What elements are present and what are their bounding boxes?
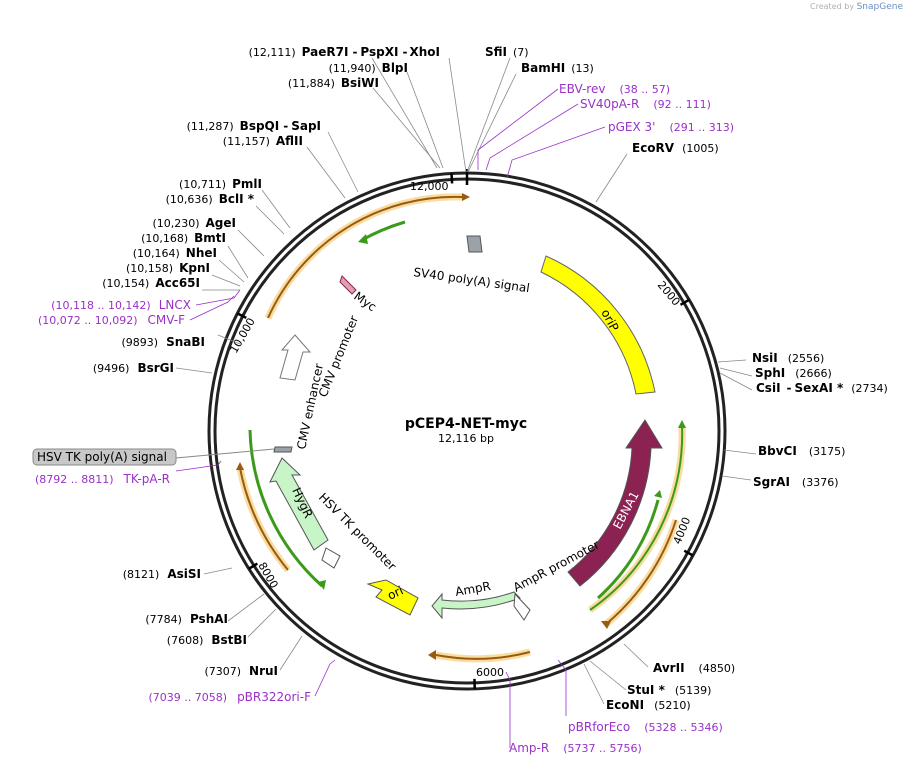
hsv-tk-polya-feature <box>273 446 293 453</box>
site-nsii-group: NsiI(2556) <box>752 351 824 365</box>
tick-mark-2000 <box>679 298 690 306</box>
primer-cmv-f-group: (10,072 .. 10,092)CMV-F <box>38 313 185 327</box>
primer-pbrforeco-group: pBRforEco(5328 .. 5346) <box>568 720 723 734</box>
ebna1-feature <box>567 419 663 587</box>
site-nhei-group: (10,164)NheI <box>133 246 217 260</box>
hsv-tk-polya-leader <box>175 448 275 459</box>
orf-arrow-6 <box>428 650 436 660</box>
orf-arrow-2 <box>358 234 368 244</box>
site-asisi-group: (8121)AsiSI <box>123 567 201 581</box>
myc-feature <box>339 275 357 295</box>
tick-mark-4000 <box>683 549 694 557</box>
tick-mark-8000 <box>248 562 259 570</box>
tick-label-6000: 6000 <box>476 666 504 679</box>
snapgene-logo: SnapGene <box>856 2 903 12</box>
primer-pbr322ori-f-group: (7039 .. 7058)pBR322ori-F <box>149 690 312 704</box>
cmv-enhancer-feature <box>279 334 312 381</box>
orf-arrow-4 <box>654 490 662 498</box>
orf-arrow-5 <box>601 621 611 629</box>
site-acc65i-group: (10,154)Acc65I <box>102 276 200 290</box>
site-nrui-group: (7307)NruI <box>204 664 278 678</box>
hsv-tk-polya-callout-label: HSV TK poly(A) signal <box>37 450 167 464</box>
site-bamhi-group: BamHI(13) <box>521 61 594 75</box>
site-bsrgi-group: (9496)BsrGI <box>93 361 174 375</box>
ori-feature <box>366 579 419 616</box>
ampr-promoter-feature <box>513 592 531 621</box>
site-ecorv-group: EcoRV(1005) <box>632 141 719 155</box>
orf-arc-5 <box>604 519 677 626</box>
site-aflii-group: (11,157)AflII <box>223 134 303 148</box>
cmv-promoter-label: CMV promoter <box>316 314 361 399</box>
site-stui-group: StuI *(5139) <box>627 683 711 697</box>
tick-mark-12000 <box>450 173 454 184</box>
ori-label: ori <box>385 583 405 602</box>
primer-tk-pa-r-group: (8792 .. 8811)TK-pA-R <box>35 472 170 486</box>
orf-arc-2 <box>361 220 406 242</box>
tick-mark-10000 <box>236 312 247 320</box>
site-pshai-group: (7784)PshAI <box>145 612 228 626</box>
tick-label-12000: 12,000 <box>410 180 449 193</box>
orf-arc-7 <box>239 467 289 571</box>
site-kpni-group: (10,158)KpnI <box>126 261 210 275</box>
primer-sv40pa-r-group: SV40pA-R(92 .. 111) <box>580 97 711 111</box>
watermark-prefix: Created by <box>810 2 855 11</box>
sv40-polya-feature <box>466 235 483 253</box>
orf-arc-6 <box>435 651 531 660</box>
orf-arc-3 <box>589 424 684 611</box>
myc-label: Myc <box>351 289 379 314</box>
sv40-polya-label: SV40 poly(A) signal <box>413 265 531 295</box>
site-econi-group: EcoNI(5210) <box>606 698 691 712</box>
site-snabi-group: (9893)SnaBI <box>122 335 205 349</box>
site-blpi-group: (11,940)BlpI <box>329 61 408 75</box>
site-bmti-group: (10,168)BmtI <box>141 231 226 245</box>
orf-arrow-7 <box>236 462 244 470</box>
site-bstbi-group: (7608)BstBI <box>167 633 247 647</box>
hygr-feature <box>269 457 329 551</box>
ampr-label: AmpR <box>454 579 492 599</box>
site-agei-group: (10,230)AgeI <box>152 216 236 230</box>
hsv-tk-promoter-feature <box>321 547 341 569</box>
site-sfii-group: SfiI(7) <box>485 45 529 59</box>
hsv-tk-polya-callout: HSV TK poly(A) signal <box>32 448 275 466</box>
orf-arrow-1 <box>462 193 470 201</box>
site-paer7i-group: (12,111)PaeR7I-PspXI-XhoI <box>249 45 440 59</box>
restriction-sites: (12,111)PaeR7I-PspXI-XhoI SfiI(7) (11,94… <box>93 45 888 712</box>
primer-amp-r-group: Amp-R(5737 .. 5756) <box>509 741 642 755</box>
ampr-feature <box>431 591 521 620</box>
site-bspqi-group: (11,287)BspQI-SapI <box>187 119 321 133</box>
hsv-tk-polya-box <box>32 448 177 466</box>
primer-pgex3-group: pGEX 3'(291 .. 313) <box>608 120 734 134</box>
snapgene-watermark: Created by SnapGene <box>810 2 903 12</box>
site-sphi-group: SphI(2666) <box>755 366 832 380</box>
primers: EBV-rev(38 .. 57) SV40pA-R(92 .. 111) pG… <box>35 82 734 755</box>
primer-leader-lines <box>175 88 606 748</box>
orf-arc-4 <box>596 499 660 600</box>
orip-feature <box>540 255 656 395</box>
site-bcli-group: (10,636)BclI * <box>166 192 255 206</box>
plasmid-length: 12,116 bp <box>438 432 494 445</box>
orf-arrow-8 <box>318 580 326 590</box>
site-avrii-group: AvrII(4850) <box>653 661 735 675</box>
plasmid-name: pCEP4-NET-myc <box>405 416 527 432</box>
features <box>269 235 663 621</box>
leader-lines <box>175 57 757 705</box>
site-sgrai-group: SgrAI(3376) <box>753 475 838 489</box>
primer-ebv-rev-group: EBV-rev(38 .. 57) <box>559 82 670 96</box>
primer-lncx-group: (10,118 .. 10,142)LNCX <box>51 298 191 312</box>
site-csii-group: CsiI-SexAI *(2734) <box>756 381 888 395</box>
site-bsiwi-group: (11,884)BsiWI <box>288 76 379 90</box>
orf-arcs <box>236 193 686 663</box>
orf-arc-1 <box>267 195 463 319</box>
site-bbvci-group: BbvCI(3175) <box>758 444 845 458</box>
orf-arrow-3 <box>678 420 686 428</box>
site-pmli-group: (10,711)PmlI <box>179 177 262 191</box>
cmv-enhancer-label: CMV enhancer <box>294 362 326 450</box>
